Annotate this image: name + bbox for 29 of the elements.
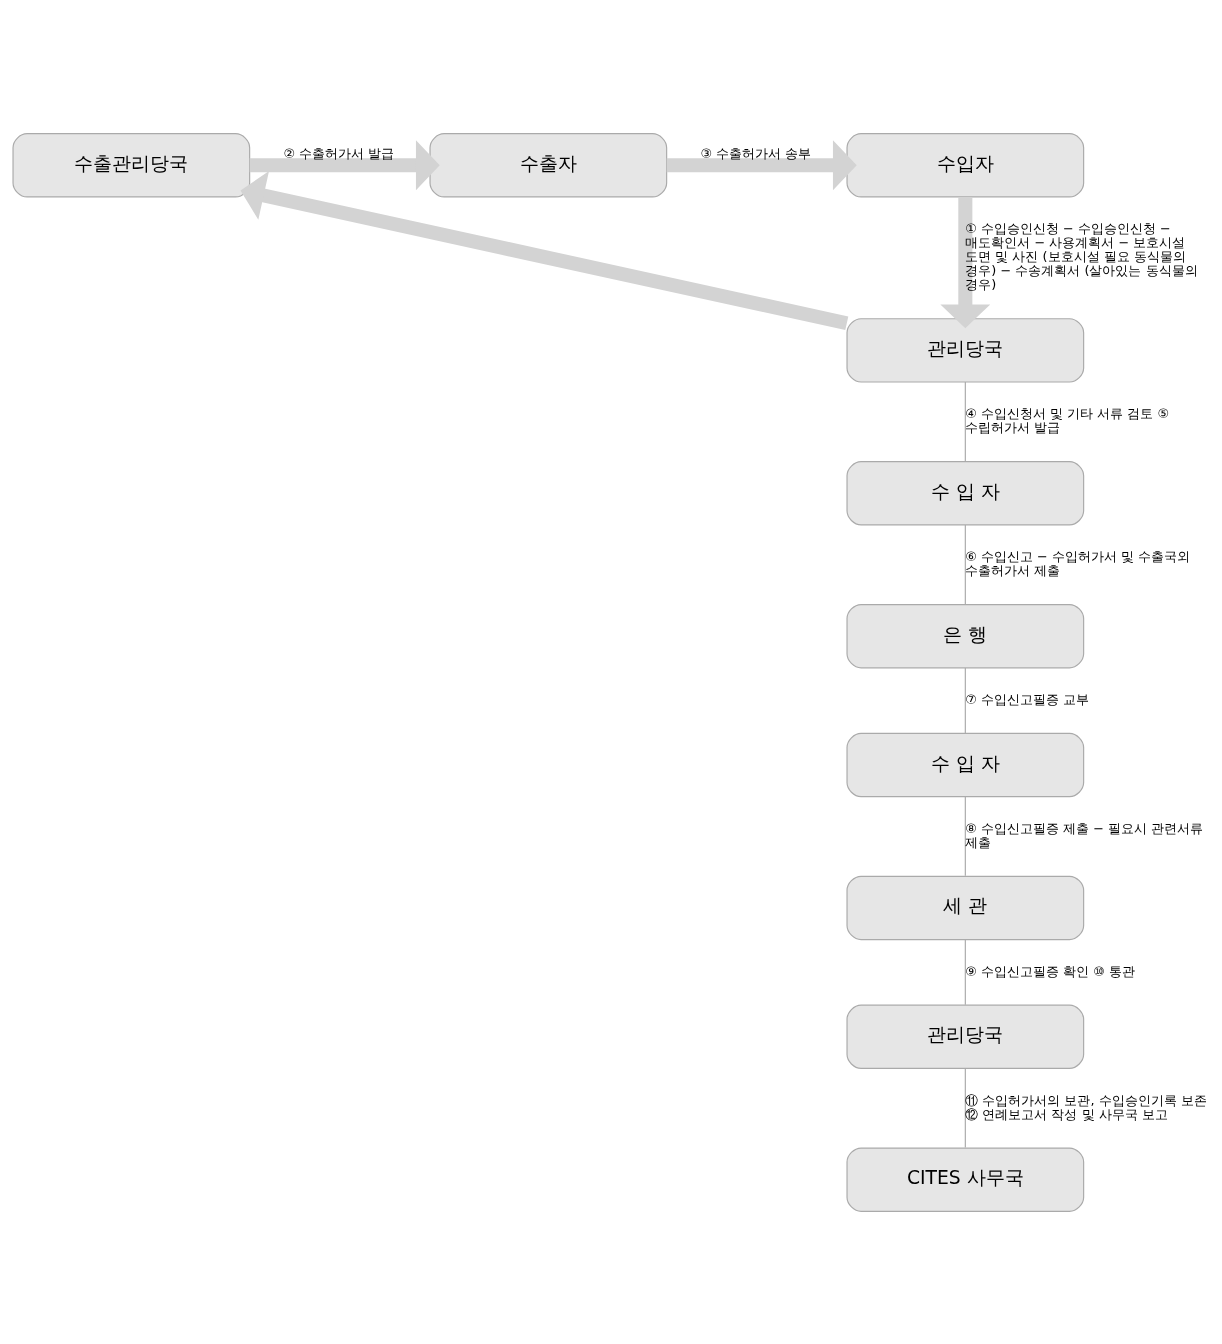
connector (964, 523, 966, 605)
node-box: 관리당국 (846, 1004, 1085, 1069)
edge-label: ① 수입승인신청 − 수입승인신청 − 매도확인서 − 사용계획서 − 보호시설 도면 및 사진 (보호시설 필요 동식물의 경우) − 수송계획서 (살아있는 동식물의 경우) (965, 220, 1198, 292)
connector (964, 380, 966, 462)
node-box: 수입자 (846, 132, 1085, 198)
edge-label: ③ 수출허가서 송부 (700, 145, 812, 161)
edge-label: ④ 수입신청서 및 기타 서류 검토 ⑤ 수립허가서 발급 (965, 405, 1169, 435)
arrow (240, 170, 849, 330)
connector (964, 795, 966, 876)
node-box: 수 입 자 (846, 732, 1085, 797)
connector (964, 666, 966, 734)
edge-label: ⑧ 수입신고필증 제출 − 필요시 관련서류 제출 (965, 820, 1204, 850)
node-box: 수 입 자 (846, 460, 1085, 525)
edge-label: ⑦ 수입신고필증 교부 (965, 691, 1090, 707)
connector (964, 938, 966, 1005)
edge-label: ② 수출허가서 발급 (283, 145, 395, 161)
edge-label: ⑥ 수입신고 − 수입허가서 및 수출국외 수출허가서 제출 (965, 548, 1191, 578)
node-box: CITES 사무국 (846, 1146, 1085, 1212)
connector (964, 1067, 966, 1148)
node-box: 수출관리당국 (12, 132, 251, 198)
edge-label: ⑪ 수입허가서의 보관, 수입승인기록 보존 ⑫ 연례보고서 작성 및 사무국 보고 (965, 1091, 1207, 1122)
node-box: 관리당국 (846, 317, 1085, 383)
edge-label: ⑨ 수입신고필증 확인 ⑩ 통관 (965, 963, 1135, 979)
node-box: 수출자 (429, 132, 668, 198)
node-box: 세 관 (846, 875, 1085, 940)
arrow (940, 196, 991, 328)
node-box: 은 행 (846, 603, 1085, 668)
arrow (249, 139, 440, 190)
arrow (666, 139, 857, 190)
